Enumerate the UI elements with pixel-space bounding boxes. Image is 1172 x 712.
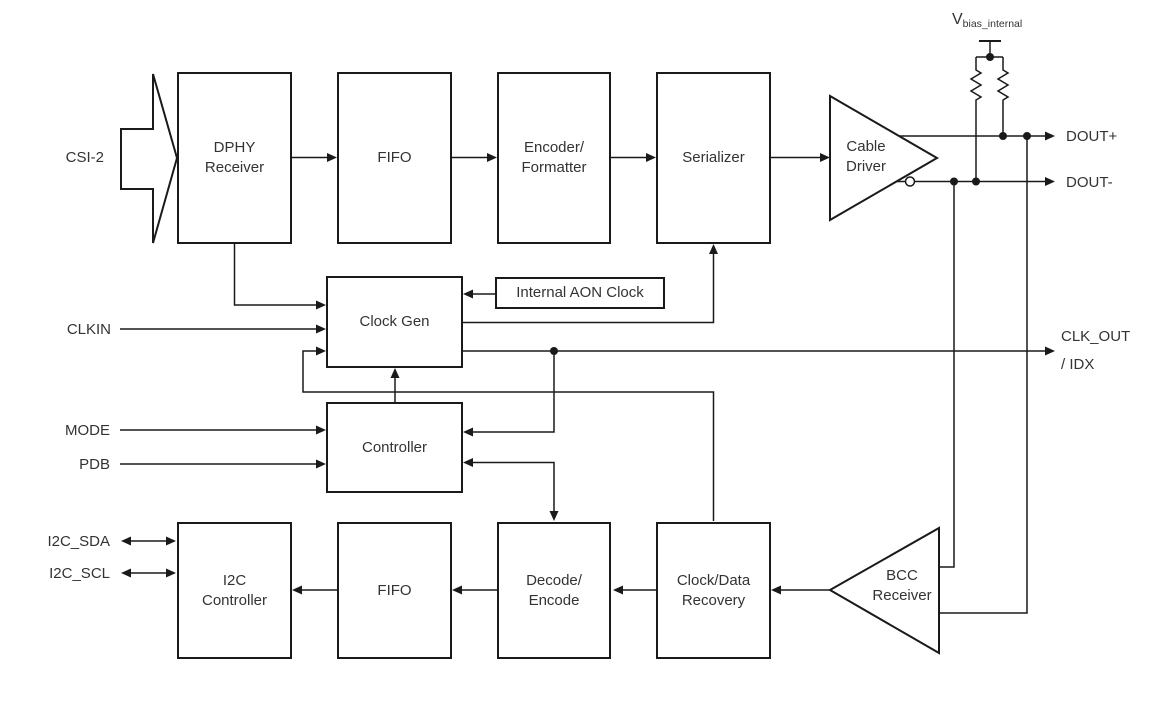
block-internal-aon-clock: Internal AON Clock	[495, 277, 665, 309]
wire-dphy-to-fifo	[292, 153, 337, 162]
resistor-right	[996, 57, 1010, 136]
block-clock-data-recovery-label: Clock/Data Recovery	[676, 571, 751, 609]
block-dphy-receiver-label: DPHY Receiver	[204, 139, 265, 176]
block-encoder-formatter-label: Encoder/ Formatter	[521, 139, 587, 176]
wire-fifo-to-encoder	[452, 153, 497, 162]
pin-label-pdb: PDB	[79, 456, 110, 473]
wire-doutplus-to-bcc	[939, 136, 1028, 614]
wire-clkin	[120, 324, 326, 334]
block-decode-encode: Decode/ Encode	[497, 522, 611, 659]
wire-serializer-to-cable-driver	[771, 153, 830, 162]
wire-dout-plus	[899, 131, 1055, 141]
block-i2c-controller-label: I2C Controller	[201, 571, 268, 609]
wire-controller-to-clockgen	[390, 368, 400, 402]
inverter-bubble	[904, 176, 916, 187]
pin-label-i2c-sda: I2C_SDA	[47, 533, 110, 550]
block-fifo-top: FIFO	[337, 72, 452, 244]
cable-driver-label: Cable Driver	[846, 138, 886, 175]
wire-clockgen-branch-to-controller	[463, 351, 555, 437]
pin-label-mode: MODE	[65, 422, 110, 439]
bcc-receiver-triangle	[827, 526, 940, 655]
wire-doutminus-to-bcc	[939, 181, 955, 568]
block-internal-aon-clock-label: Internal AON Clock	[516, 284, 644, 301]
pin-label-clk-out: CLK_OUT	[1061, 328, 1131, 345]
block-dphy-receiver: DPHY Receiver	[177, 72, 292, 244]
wire-cdr-to-clockgen-loop	[302, 346, 715, 521]
wire-decode-to-fifo	[452, 585, 497, 595]
block-clock-data-recovery: Clock/Data Recovery	[656, 522, 771, 659]
vbias-internal-label: Vbias_internal	[952, 11, 1023, 30]
resistor-left	[969, 57, 983, 182]
wire-pdb	[120, 459, 326, 469]
bcc-receiver-label: BCC Receiver	[872, 567, 932, 604]
pin-label-clkin: CLKIN	[66, 321, 111, 338]
block-clock-gen: Clock Gen	[326, 276, 463, 368]
wire-bcc-to-cdr	[771, 585, 830, 595]
block-fifo-bottom-label: FIFO	[377, 581, 412, 599]
wire-cdr-to-decode	[613, 585, 656, 595]
pin-label-i2c-scl: I2C_SCL	[49, 565, 110, 582]
block-clock-gen-label: Clock Gen	[359, 313, 430, 330]
vbias-subscript: bias_internal	[962, 18, 1023, 30]
wire-encoder-to-serializer	[611, 153, 656, 162]
pin-label-csi2: CSI-2	[65, 149, 104, 166]
wire-aon-to-clockgen	[463, 289, 495, 299]
block-serializer: Serializer	[656, 72, 771, 244]
csi2-block-arrow-shape	[120, 73, 179, 244]
block-serializer-label: Serializer	[682, 149, 745, 166]
block-decode-encode-label: Decode/ Encode	[526, 571, 582, 609]
pin-label-dout-minus: DOUT-	[1066, 174, 1113, 191]
block-fifo-top-label: FIFO	[377, 149, 412, 166]
wire-clk-out	[463, 346, 1055, 356]
wire-dphy-to-clockgen	[233, 244, 326, 310]
block-controller-label: Controller	[361, 438, 428, 456]
block-i2c-controller: I2C Controller	[177, 522, 292, 659]
pin-label-dout-plus: DOUT+	[1066, 128, 1118, 145]
junction-dots	[550, 53, 1031, 355]
wire-dout-minus	[896, 177, 1055, 186]
wire-i2c-sda	[121, 536, 176, 546]
wire-controller-decode-link	[463, 458, 559, 521]
block-fifo-bottom: FIFO	[337, 522, 452, 659]
wire-fifo-to-i2c	[292, 585, 337, 595]
pin-label-idx: / IDX	[1061, 356, 1095, 373]
block-controller: Controller	[326, 402, 463, 493]
wire-mode	[120, 425, 326, 435]
wire-i2c-scl	[121, 568, 176, 578]
block-encoder-formatter: Encoder/ Formatter	[497, 72, 611, 244]
cable-driver-triangle	[829, 94, 939, 222]
wire-clockgen-to-serializer	[463, 244, 718, 324]
